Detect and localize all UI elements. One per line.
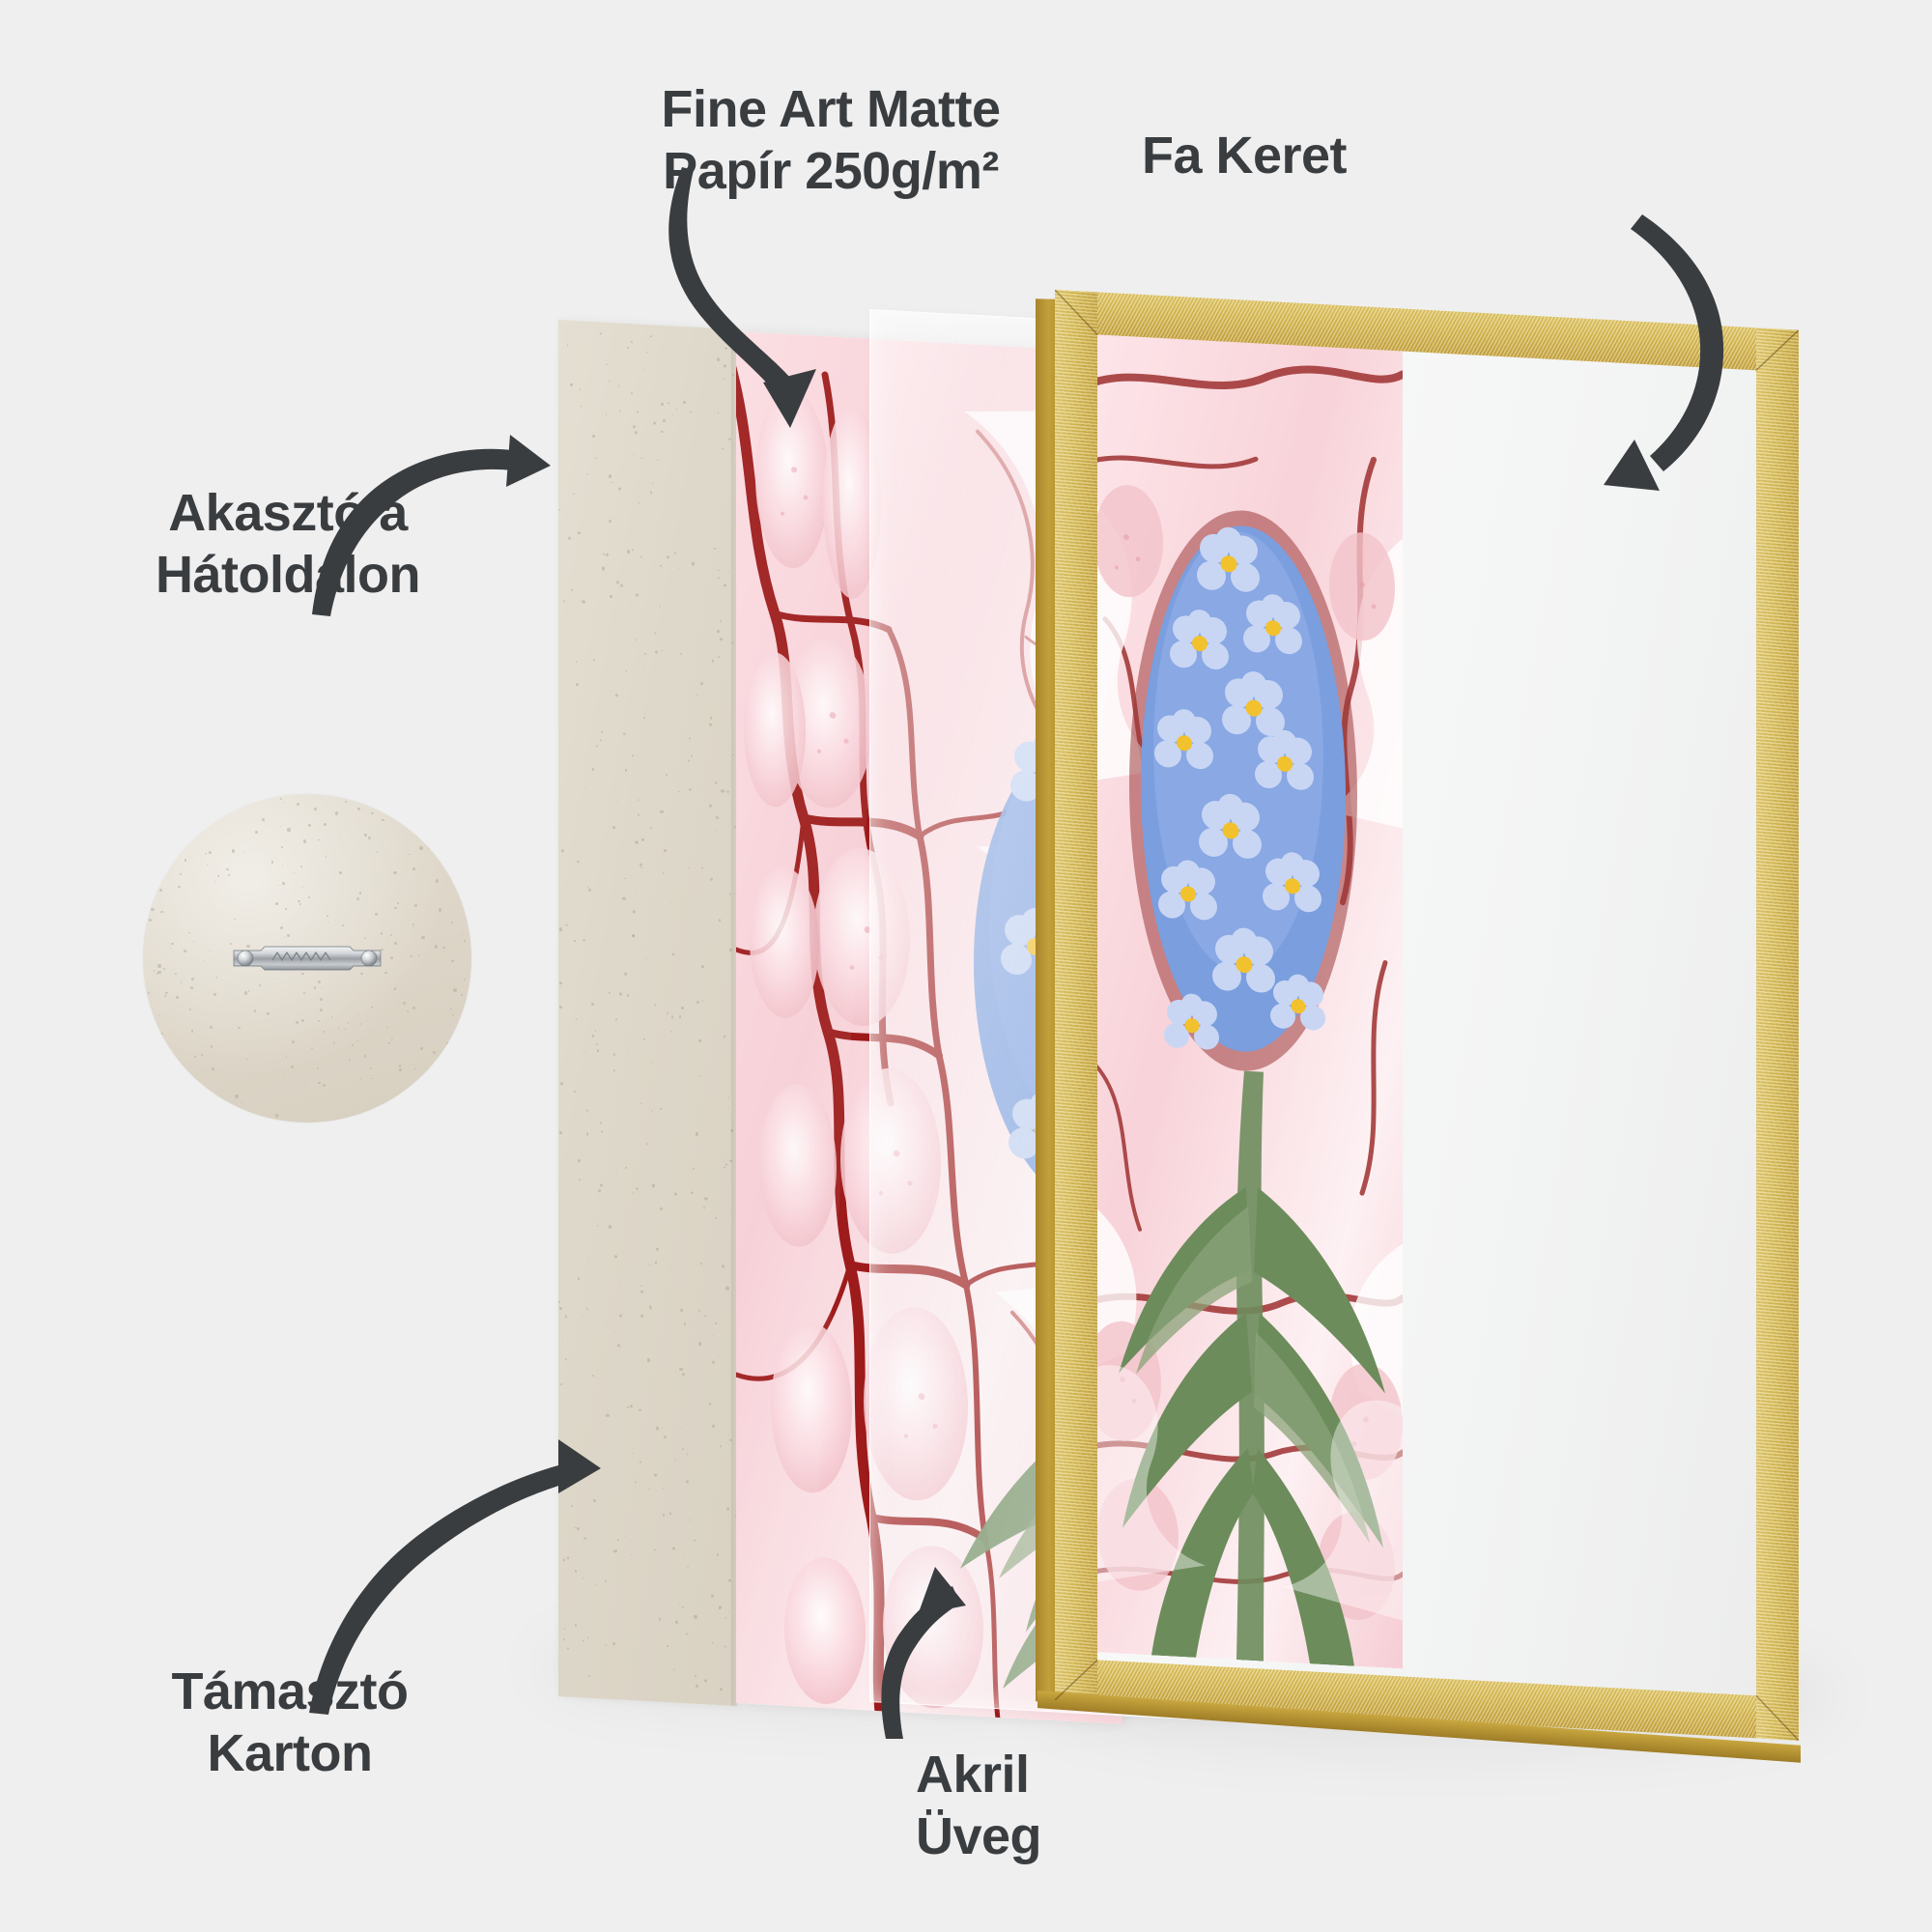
support-cardboard-label: Támasztó Karton	[171, 1662, 409, 1782]
arrow-to-wood-frame	[1631, 214, 1724, 471]
sawtooth-hanger-icon	[233, 946, 382, 971]
back-hanger-label: Akasztó a Hátoldalon	[156, 484, 421, 604]
arrow-to-print-paper	[668, 167, 796, 398]
marbled-artwork-right	[1084, 327, 1403, 1669]
arrow-to-backing-board-bottom	[309, 1461, 580, 1715]
wood-frame-label: Fa Keret	[1141, 127, 1348, 185]
acrylic-glass-label: Akril Üveg	[916, 1746, 1042, 1865]
framed-artwork-unit	[1036, 290, 1801, 1763]
framed-artwork-print	[1084, 327, 1403, 1669]
back-hanger-detail-circle	[143, 794, 471, 1122]
fine-art-matte-paper-label: Fine Art Matte Papír 250g/m²	[661, 80, 1001, 200]
